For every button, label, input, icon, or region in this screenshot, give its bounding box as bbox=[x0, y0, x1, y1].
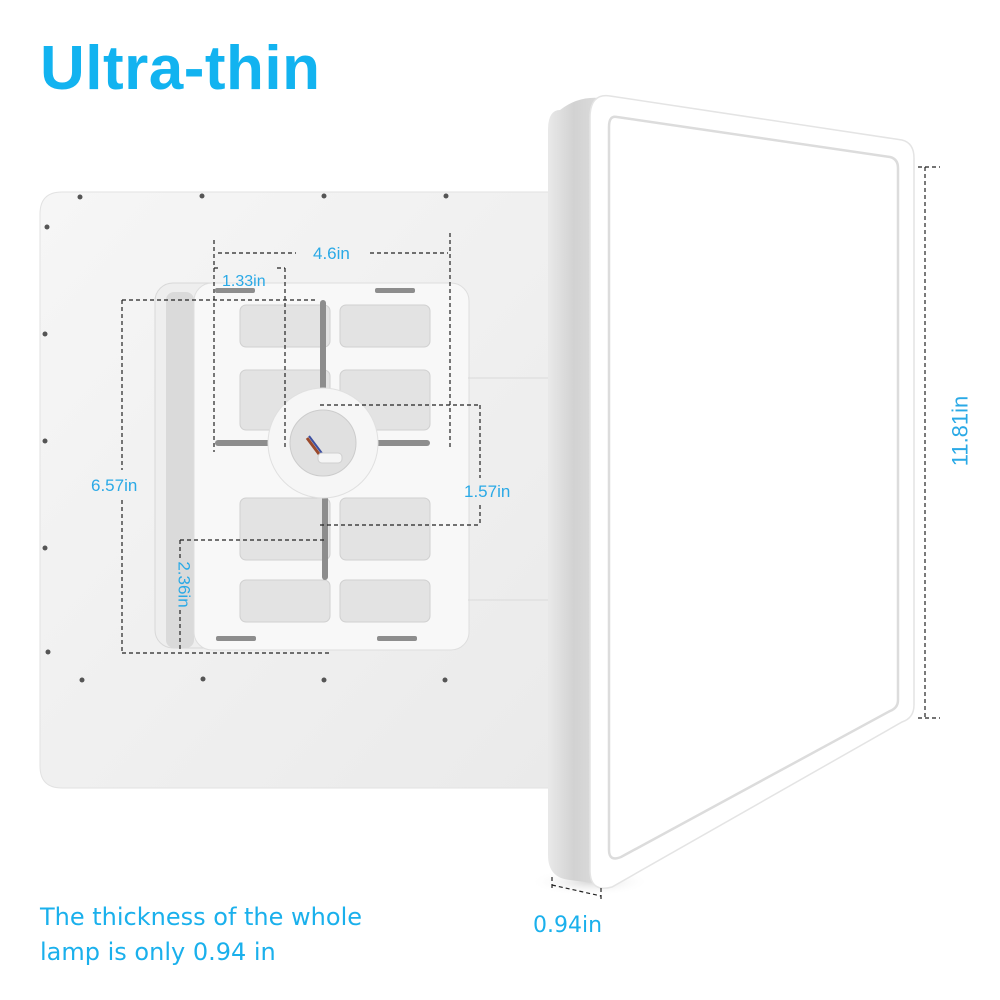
dimension-slot-offset: 1.33in bbox=[222, 273, 266, 290]
dimension-mount-height: 6.57in bbox=[91, 476, 138, 495]
page-title: Ultra-thin bbox=[40, 34, 321, 103]
dimension-lower-offset: 2.36in bbox=[174, 561, 194, 608]
dimension-mount-width: 4.6in bbox=[313, 244, 350, 263]
caption-line-2: lamp is only 0.94 in bbox=[40, 938, 276, 966]
thickness-caption: The thickness of the whole lamp is only … bbox=[40, 900, 362, 970]
caption-line-1: The thickness of the whole bbox=[40, 903, 362, 931]
dimension-thickness: 0.94in bbox=[533, 913, 603, 938]
dimension-lines bbox=[121, 166, 940, 901]
lamp-front-frame bbox=[548, 94, 915, 889]
dimension-lamp-side: 11.81in bbox=[947, 395, 973, 467]
dimension-hub-offset: 1.57in bbox=[464, 482, 511, 501]
lamp-back-panel bbox=[39, 191, 561, 789]
